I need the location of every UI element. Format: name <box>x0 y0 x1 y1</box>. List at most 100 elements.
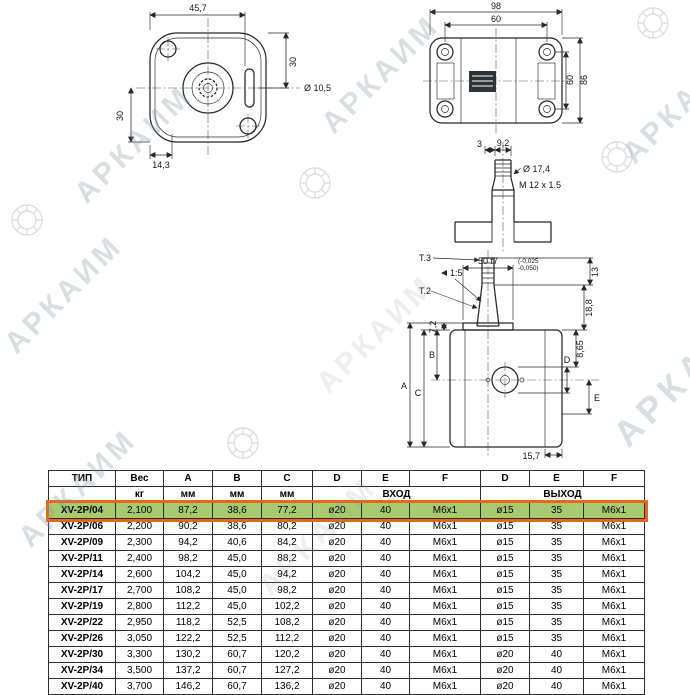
row-value-cell: 38,6 <box>212 502 262 519</box>
row-value-cell: M6x1 <box>583 566 645 583</box>
row-value-cell: M6x1 <box>583 598 645 615</box>
row-value-cell: 35 <box>529 518 584 535</box>
dim-label: E <box>594 393 600 403</box>
row-value-cell: 35 <box>529 502 584 519</box>
watermark-logo-stamp <box>636 6 670 45</box>
row-value-cell: 35 <box>529 550 584 567</box>
row-value-cell: 127,2 <box>261 662 313 679</box>
row-value-cell: 2,950 <box>115 614 164 631</box>
row-value-cell: ø15 <box>480 598 530 615</box>
row-value-cell: M6x1 <box>409 582 481 599</box>
taper-label: 1:5 <box>450 268 463 278</box>
col-subheader-mm: мм <box>163 486 213 503</box>
dim-label: 18,8 <box>584 299 594 317</box>
col-subheader-mm: мм <box>261 486 313 503</box>
col-header-f-out: F <box>583 470 645 487</box>
dim-label: 98 <box>491 1 501 11</box>
row-value-cell: 40 <box>361 502 410 519</box>
row-value-cell: ø20 <box>312 502 362 519</box>
dim-label: M 12 x 1.5 <box>519 180 561 190</box>
dim-label: 7,2 <box>428 321 438 334</box>
splined-shaft-bore <box>198 78 218 98</box>
row-value-cell: 45,0 <box>212 582 262 599</box>
col-header-weight: Вес <box>115 470 164 487</box>
row-value-cell: 2,800 <box>115 598 164 615</box>
row-value-cell: ø20 <box>480 646 530 663</box>
row-value-cell: 94,2 <box>261 566 313 583</box>
row-value-cell: 98,2 <box>261 582 313 599</box>
watermark-logo-stamp <box>298 166 332 205</box>
row-value-cell: ø20 <box>312 582 362 599</box>
row-value-cell: ø15 <box>480 582 530 599</box>
dim-label: 60 <box>491 14 501 24</box>
watermark-text: АРКАИМ <box>604 291 690 455</box>
tolerance-label: -0,050) <box>518 265 539 272</box>
row-value-cell: 3,050 <box>115 630 164 647</box>
row-value-cell: 45,0 <box>212 550 262 567</box>
header-row-1: ТИП Вес A B C D E F D E F <box>48 470 645 487</box>
row-value-cell: ø15 <box>480 566 530 583</box>
row-value-cell: 137,2 <box>163 662 213 679</box>
row-value-cell: 3,300 <box>115 646 164 663</box>
row-value-cell: ø20 <box>312 614 362 631</box>
row-value-cell: 40 <box>361 678 410 695</box>
row-value-cell: 40 <box>529 678 584 695</box>
row-value-cell: 146,2 <box>163 678 213 695</box>
row-type-cell: XV-2P/30 <box>48 646 116 663</box>
row-value-cell: M6x1 <box>409 566 481 583</box>
row-value-cell: 3,700 <box>115 678 164 695</box>
row-type-cell: XV-2P/06 <box>48 518 116 535</box>
watermark-text: АРКАИМ <box>616 39 690 171</box>
row-value-cell: 136,2 <box>261 678 313 695</box>
col-header-d-out: D <box>480 470 530 487</box>
row-value-cell: M6x1 <box>583 630 645 647</box>
dim-label: 13 <box>590 267 600 277</box>
pump-body <box>449 329 563 448</box>
row-value-cell: 52,5 <box>212 614 262 631</box>
row-value-cell: 40 <box>361 598 410 615</box>
front-view-drawing: 45,7 30 30 14,3 Ø 10,5 <box>115 3 331 170</box>
dim-label: 50 f7 <box>478 256 498 266</box>
dim-label: 30 <box>115 111 125 121</box>
dim-label: B <box>429 350 435 360</box>
row-value-cell: ø15 <box>480 614 530 631</box>
row-value-cell: M6x1 <box>409 550 481 567</box>
row-value-cell: M6x1 <box>409 502 481 519</box>
dim-label: 15,7 <box>522 451 540 461</box>
row-value-cell: 40 <box>361 534 410 551</box>
dim-label: D <box>564 355 571 365</box>
dim-label: C <box>415 388 422 398</box>
row-value-cell: M6x1 <box>583 646 645 663</box>
col-header-c: C <box>261 470 313 487</box>
col-header-b: B <box>212 470 262 487</box>
col-header-d-in: D <box>312 470 362 487</box>
col-header-e-in: E <box>361 470 410 487</box>
row-value-cell: M6x1 <box>409 534 481 551</box>
row-value-cell: M6x1 <box>409 678 481 695</box>
row-value-cell: ø20 <box>312 678 362 695</box>
row-value-cell: M6x1 <box>409 646 481 663</box>
row-value-cell: 40 <box>529 662 584 679</box>
row-value-cell: 40 <box>361 550 410 567</box>
header-row-2: кг мм мм мм ВХОД ВЫХОД <box>48 486 645 503</box>
row-value-cell: 2,400 <box>115 550 164 567</box>
dim-label: 45,7 <box>189 3 207 13</box>
row-value-cell: 84,2 <box>261 534 313 551</box>
watermark-logo-stamp <box>226 426 260 465</box>
row-value-cell: ø20 <box>480 678 530 695</box>
row-value-cell: 87,2 <box>163 502 213 519</box>
side-view-drawing: T.3 50 f7 (-0,025 -0,050) 13 18,8 8,65 D… <box>401 250 600 461</box>
col-header-e-out: E <box>529 470 584 487</box>
col-subheader-kg: кг <box>115 486 164 503</box>
row-value-cell: 40 <box>361 582 410 599</box>
row-value-cell: 2,300 <box>115 534 164 551</box>
row-value-cell: 2,100 <box>115 502 164 519</box>
row-type-cell: XV-2P/09 <box>48 534 116 551</box>
row-value-cell: 45,0 <box>212 566 262 583</box>
